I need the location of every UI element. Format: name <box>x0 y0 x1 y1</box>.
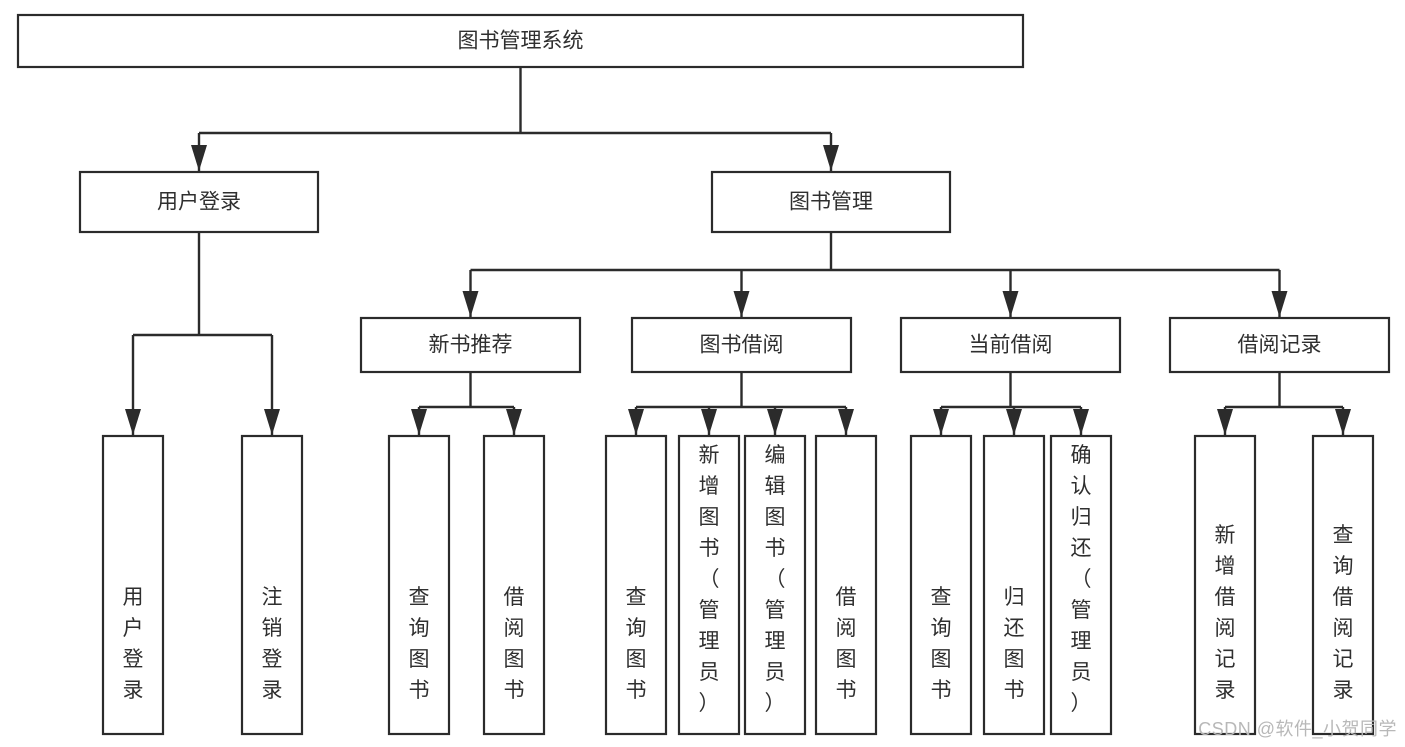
node-book-manage-box <box>710 170 952 234</box>
node-leaf-query-book-1-box <box>387 434 451 736</box>
node-leaf-confirm-return[interactable]: 确认归还（管理员） <box>1049 434 1113 736</box>
arrow-down-icon <box>125 409 141 435</box>
node-leaf-user-login[interactable]: 用户登录 <box>101 434 165 736</box>
node-user-login[interactable]: 用户登录 <box>78 170 320 234</box>
node-leaf-query-book-3[interactable]: 查询图书 <box>909 434 973 736</box>
node-leaf-edit-book-label: 编辑图书（管理员） <box>765 444 786 715</box>
node-leaf-user-login-label: 用户登录 <box>123 586 144 702</box>
node-user-login-label: 用户登录 <box>157 191 241 214</box>
node-user-login-box <box>78 170 320 234</box>
node-current-borrow-label: 当前借阅 <box>969 334 1053 357</box>
node-leaf-borrow-book-1[interactable]: 借阅图书 <box>482 434 546 736</box>
node-leaf-borrow-book-1-label: 借阅图书 <box>504 586 525 702</box>
node-leaf-return-book[interactable]: 归还图书 <box>982 434 1046 736</box>
node-leaf-query-book-3-label: 查询图书 <box>931 586 952 702</box>
node-new-book-rec-box <box>359 316 582 374</box>
node-leaf-query-record-box <box>1311 434 1375 736</box>
node-leaf-logout[interactable]: 注销登录 <box>240 434 304 736</box>
node-leaf-add-record-box <box>1193 434 1257 736</box>
node-leaf-borrow-book-1-box <box>482 434 546 736</box>
node-leaf-confirm-return-label: 确认归还（管理员） <box>1071 444 1092 715</box>
node-leaf-return-book-box <box>982 434 1046 736</box>
node-book-manage[interactable]: 图书管理 <box>710 170 952 234</box>
node-leaf-add-book-box <box>677 434 741 736</box>
node-book-borrow-label: 图书借阅 <box>700 334 784 357</box>
arrow-down-icon <box>1217 409 1233 435</box>
arrow-down-icon <box>628 409 644 435</box>
arrow-down-icon <box>733 291 750 317</box>
node-leaf-add-record-label: 新增借阅记录 <box>1215 524 1236 702</box>
arrow-down-icon <box>1006 409 1022 435</box>
node-new-book-rec[interactable]: 新书推荐 <box>359 316 582 374</box>
node-leaf-query-book-1-label: 查询图书 <box>409 586 430 702</box>
node-leaf-user-login-box <box>101 434 165 736</box>
node-leaf-query-book-1[interactable]: 查询图书 <box>387 434 451 736</box>
node-leaf-query-book-2-box <box>604 434 668 736</box>
node-leaf-edit-book[interactable]: 编辑图书（管理员） <box>743 434 807 736</box>
node-leaf-query-record-label: 查询借阅记录 <box>1333 524 1354 702</box>
arrow-down-icon <box>767 409 783 435</box>
node-leaf-borrow-book-2[interactable]: 借阅图书 <box>814 434 878 736</box>
node-new-book-rec-label: 新书推荐 <box>429 334 513 357</box>
node-leaf-borrow-book-2-box <box>814 434 878 736</box>
node-leaf-add-book-label: 新增图书（管理员） <box>699 444 720 715</box>
node-root-box <box>16 13 1025 69</box>
node-leaf-query-record[interactable]: 查询借阅记录 <box>1311 434 1375 736</box>
arrow-down-icon <box>1271 291 1288 317</box>
node-leaf-logout-box <box>240 434 304 736</box>
node-leaf-query-book-2[interactable]: 查询图书 <box>604 434 668 736</box>
node-leaf-return-book-label: 归还图书 <box>1004 586 1025 702</box>
node-leaf-logout-label: 注销登录 <box>262 586 283 702</box>
node-leaf-query-book-3-box <box>909 434 973 736</box>
arrow-down-icon <box>411 409 427 435</box>
node-borrow-record-label: 借阅记录 <box>1238 334 1322 357</box>
node-leaf-add-record[interactable]: 新增借阅记录 <box>1193 434 1257 736</box>
node-book-borrow[interactable]: 图书借阅 <box>630 316 853 374</box>
node-borrow-record[interactable]: 借阅记录 <box>1168 316 1391 374</box>
node-leaf-add-book[interactable]: 新增图书（管理员） <box>677 434 741 736</box>
node-leaf-query-book-2-label: 查询图书 <box>626 586 647 702</box>
arrow-down-icon <box>1002 291 1019 317</box>
node-current-borrow[interactable]: 当前借阅 <box>899 316 1122 374</box>
arrow-down-icon <box>1335 409 1351 435</box>
node-root[interactable]: 图书管理系统 <box>16 13 1025 69</box>
arrow-down-icon <box>1073 409 1089 435</box>
arrow-down-icon <box>933 409 949 435</box>
connector-layer <box>125 67 1351 435</box>
arrow-down-icon <box>838 409 854 435</box>
node-book-borrow-box <box>630 316 853 374</box>
arrow-down-icon <box>701 409 717 435</box>
arrow-down-icon <box>506 409 522 435</box>
node-current-borrow-box <box>899 316 1122 374</box>
node-borrow-record-box <box>1168 316 1391 374</box>
node-leaf-edit-book-box <box>743 434 807 736</box>
node-leaf-confirm-return-box <box>1049 434 1113 736</box>
node-book-manage-label: 图书管理 <box>789 191 873 214</box>
node-leaf-borrow-book-2-label: 借阅图书 <box>836 586 857 702</box>
arrow-down-icon <box>823 145 839 171</box>
arrow-down-icon <box>191 145 207 171</box>
arrow-down-icon <box>264 409 280 435</box>
node-root-label: 图书管理系统 <box>458 30 584 53</box>
node-layer: 图书管理系统用户登录图书管理新书推荐图书借阅当前借阅借阅记录用户登录注销登录查询… <box>16 13 1391 736</box>
arrow-down-icon <box>462 291 479 317</box>
